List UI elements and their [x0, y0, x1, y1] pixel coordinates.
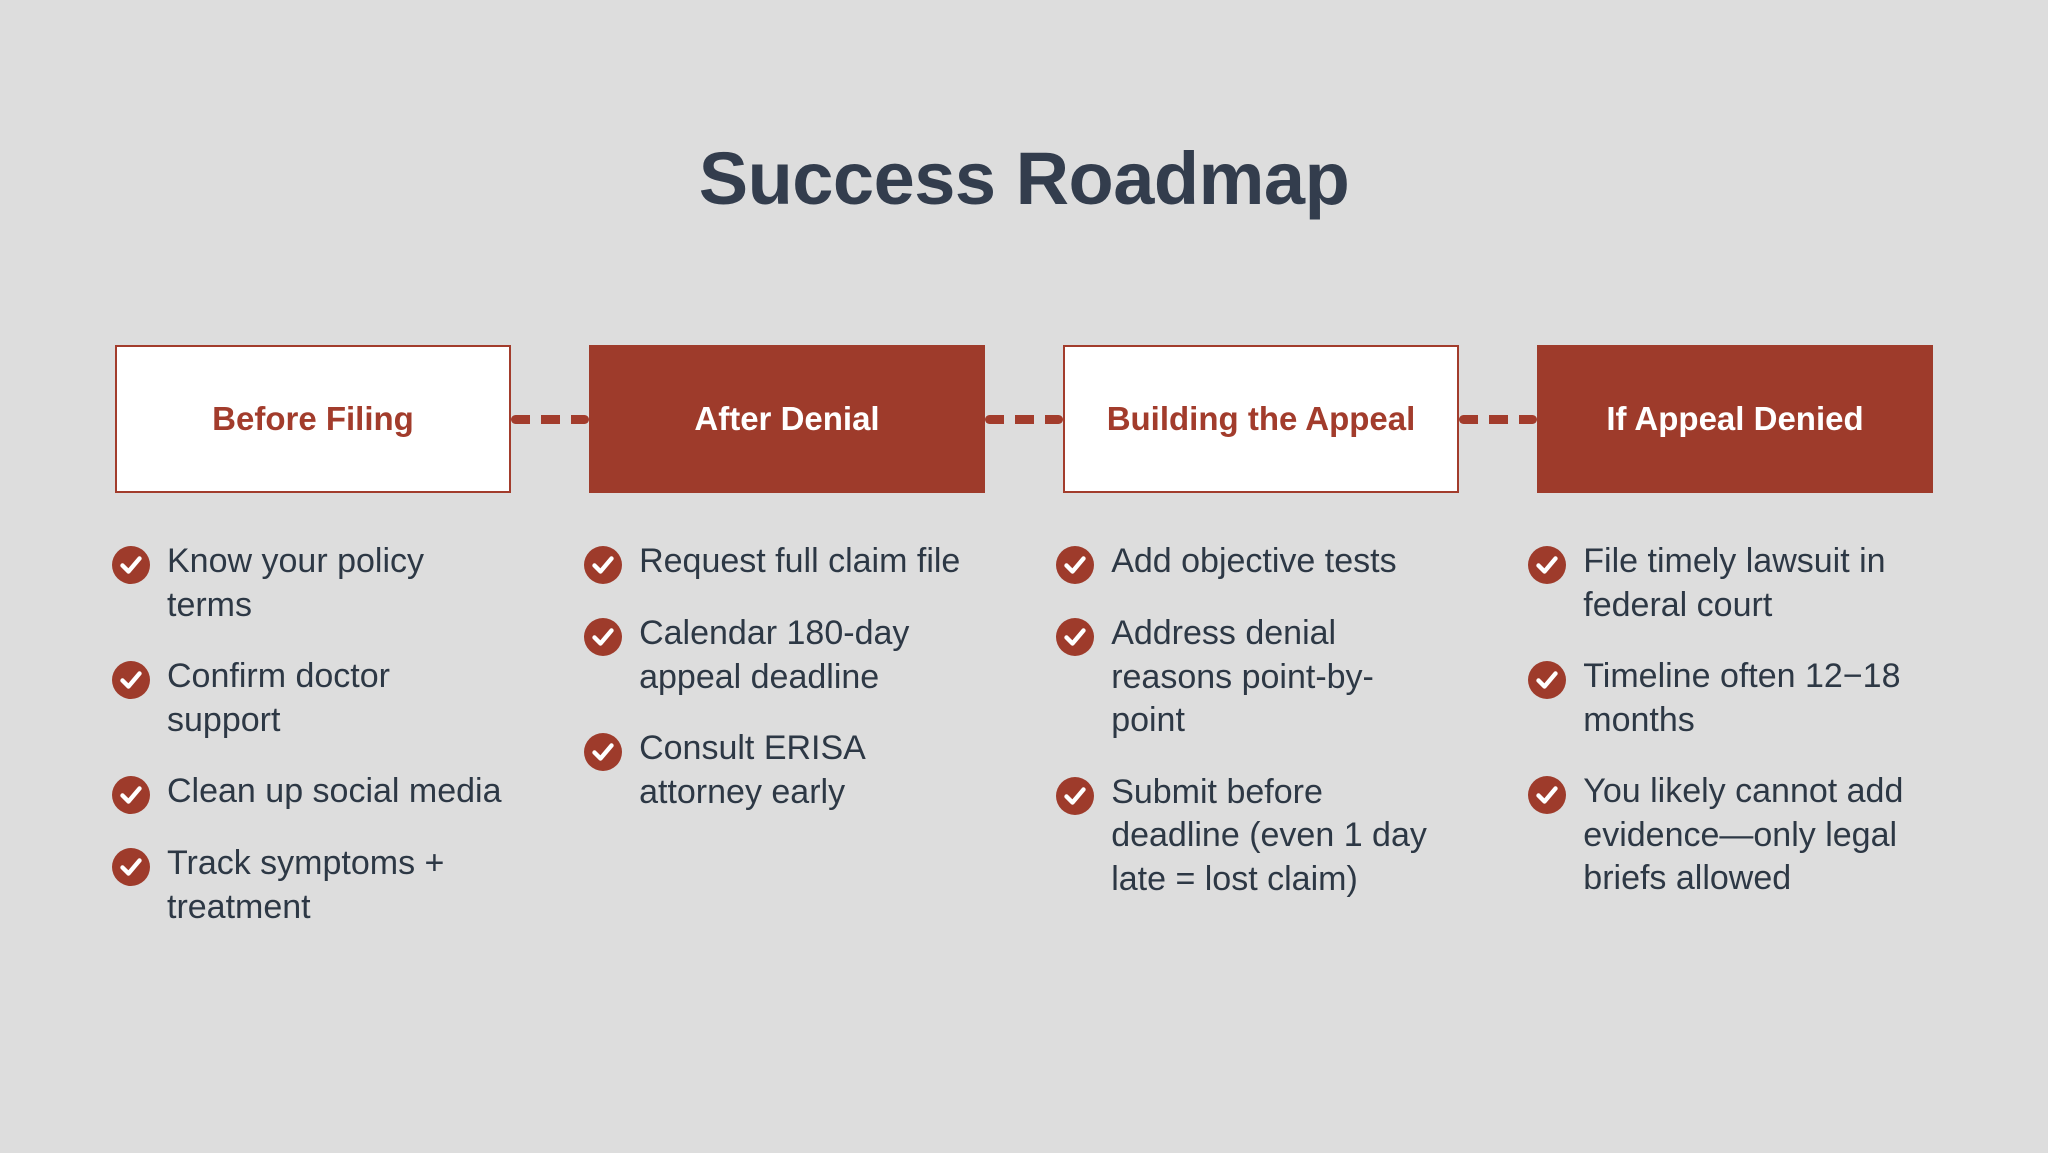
stage-cell-1: Before Filing — [115, 345, 511, 493]
check-circle-icon — [1056, 546, 1095, 584]
check-circle-icon — [112, 661, 150, 700]
list-item: Clean up social media — [112, 770, 502, 815]
stage-cell-4: If Appeal Denied — [1537, 345, 1933, 493]
list-item-label: You likely cannot add evidence—only lega… — [1583, 772, 1904, 898]
list-item-label: Request full claim file — [639, 542, 961, 580]
list-item-label: File timely lawsuit in federal court — [1583, 542, 1886, 624]
check-circle-icon — [1056, 776, 1095, 815]
connector-3 — [1459, 345, 1537, 493]
check-circle-icon — [584, 618, 623, 656]
list-item-label: Submit before deadline (even 1 day late … — [1111, 772, 1427, 898]
check-circle-icon — [1528, 776, 1567, 815]
list-item: Know your policy terms — [112, 540, 502, 627]
dashed-line-icon — [985, 414, 1063, 424]
check-circle-icon — [584, 546, 623, 584]
list-item: Submit before deadline (even 1 day late … — [1056, 771, 1446, 902]
list-item: Request full claim file — [584, 540, 974, 584]
page-title: Success Roadmap — [698, 137, 1350, 220]
list-item: Timeline often 12−18 months — [1528, 655, 1942, 742]
check-circle-icon — [112, 776, 150, 815]
list-item-label: Address denial reasons point-by-point — [1111, 614, 1374, 740]
list-item-label: Know your policy terms — [167, 542, 425, 624]
list-item-label: Consult ERISA attorney early — [639, 729, 864, 811]
stage-box-if-appeal-denied[interactable]: If Appeal Denied — [1537, 345, 1933, 493]
list-item: Confirm doctor support — [112, 655, 502, 742]
list-item: Add objective tests — [1056, 540, 1446, 584]
check-circle-icon — [1528, 661, 1567, 700]
stage-box-building-the-appeal[interactable]: Building the Appeal — [1063, 345, 1459, 493]
list-item: File timely lawsuit in federal court — [1528, 540, 1942, 627]
list-item: Address denial reasons point-by-point — [1056, 612, 1446, 743]
stage-detail-columns: Know your policy terms Confirm doctor su… — [112, 540, 1942, 957]
stage-box-after-denial[interactable]: After Denial — [589, 345, 985, 493]
list-item: You likely cannot add evidence—only lega… — [1528, 770, 1942, 901]
connector-1 — [511, 345, 589, 493]
stage-header-row: Before Filing After Denial Building the … — [115, 345, 1933, 493]
list-item-label: Timeline often 12−18 months — [1583, 657, 1901, 739]
stage-box-before-filing[interactable]: Before Filing — [115, 345, 511, 493]
check-circle-icon — [1528, 546, 1567, 584]
check-circle-icon — [112, 848, 150, 887]
list-item-label: Clean up social media — [167, 772, 502, 811]
stage-column-after-denial: Request full claim file Calendar 180-day… — [584, 540, 974, 957]
list-item-label: Confirm doctor support — [167, 657, 390, 739]
stage-cell-2: After Denial — [589, 345, 985, 493]
list-item: Consult ERISA attorney early — [584, 727, 974, 814]
list-item-label: Calendar 180-day appeal deadline — [639, 614, 910, 696]
connector-2 — [985, 345, 1063, 493]
dashed-line-icon — [511, 414, 589, 424]
list-item: Track symptoms + treatment — [112, 842, 502, 929]
list-item: Calendar 180-day appeal deadline — [584, 612, 974, 699]
stage-column-if-appeal-denied: File timely lawsuit in federal court Tim… — [1528, 540, 1942, 957]
dashed-line-icon — [1459, 414, 1537, 424]
check-circle-icon — [584, 733, 623, 772]
check-circle-icon — [1056, 618, 1095, 656]
stage-column-before-filing: Know your policy terms Confirm doctor su… — [112, 540, 502, 957]
list-item-label: Add objective tests — [1111, 542, 1397, 580]
stage-cell-3: Building the Appeal — [1063, 345, 1459, 493]
check-circle-icon — [112, 546, 150, 584]
list-item-label: Track symptoms + treatment — [167, 844, 445, 926]
stage-column-building-the-appeal: Add objective tests Address denial reaso… — [1056, 540, 1446, 957]
